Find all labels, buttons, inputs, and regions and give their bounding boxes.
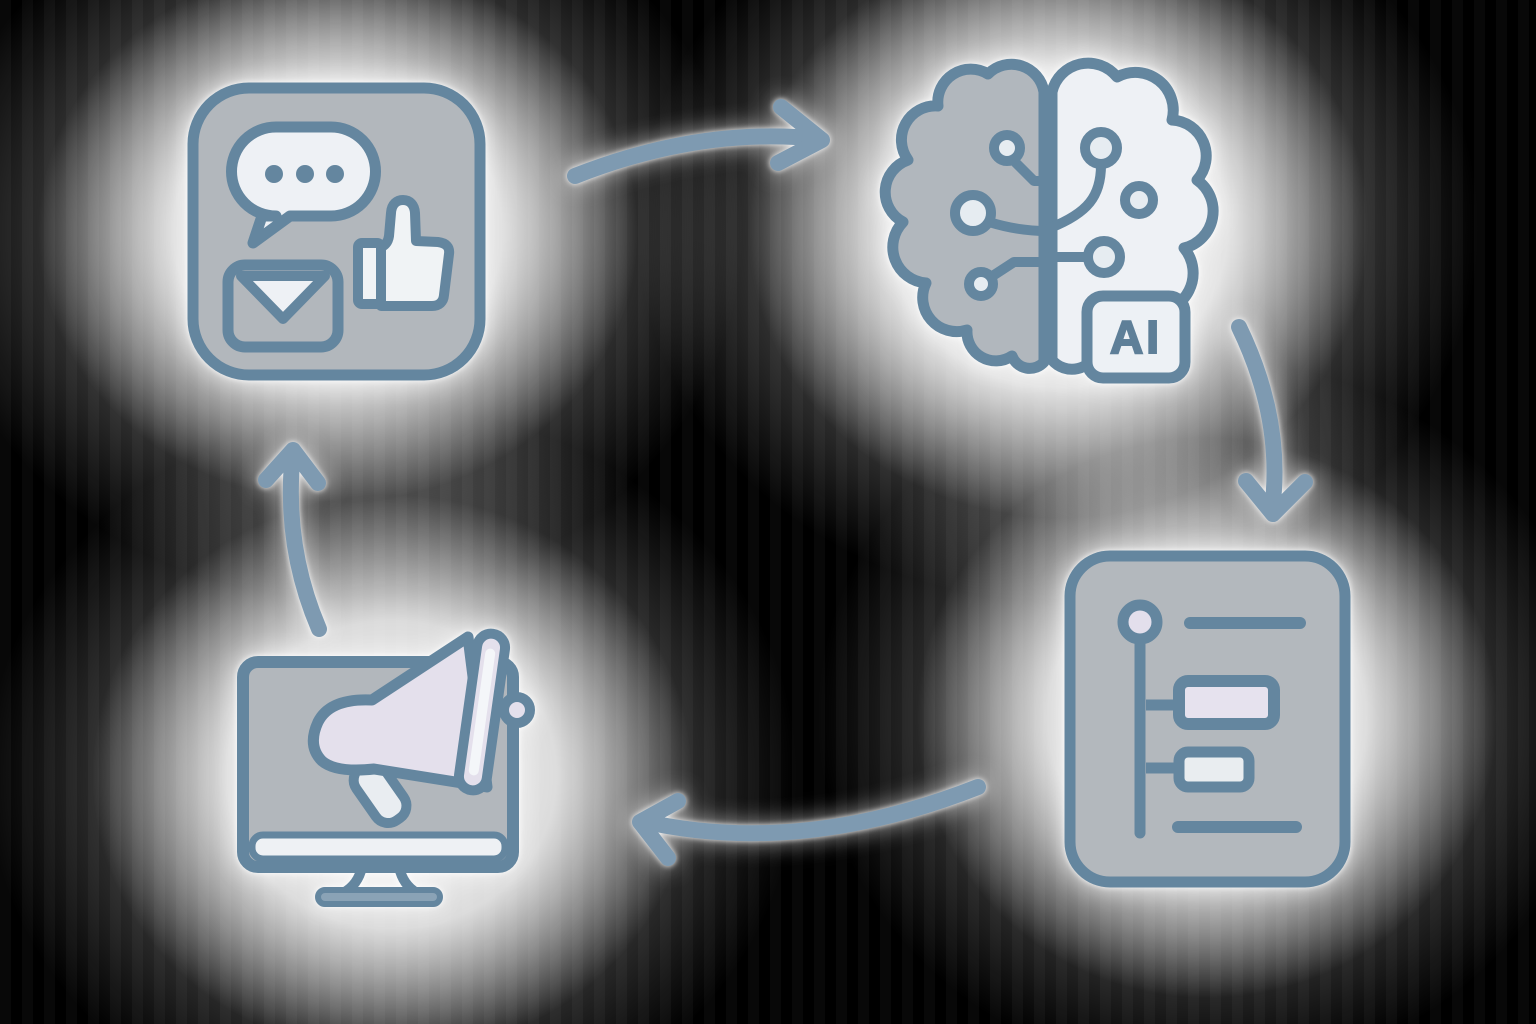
- circuit-trace: [1045, 160, 1106, 233]
- arrow-shaft: [567, 128, 828, 184]
- circuit-trace: [986, 257, 1051, 282]
- ai-badge-label: AI: [1110, 311, 1162, 363]
- arrow-shaft: [634, 779, 986, 842]
- arrow-ai-to-plan: [1231, 319, 1313, 522]
- ai-badge: [1081, 290, 1191, 384]
- arrow-shaft: [282, 444, 327, 637]
- envelope-flap: [236, 271, 330, 324]
- arrow-campaign-to-engagement: [258, 442, 327, 637]
- circuit-node: [989, 130, 1025, 166]
- circuit-node: [1120, 181, 1158, 219]
- arrow-plan-to-campaign: [632, 779, 986, 866]
- arrow-head-left-icon: [632, 793, 686, 866]
- timeline-plan-icon: [1064, 550, 1351, 888]
- ai-brain-icon: AI: [879, 57, 1219, 384]
- circuit-node: [950, 190, 996, 236]
- circuit-trace: [984, 217, 1051, 236]
- monitor-bottom-strip: [248, 831, 509, 863]
- monitor-megaphone-icon: [237, 628, 535, 907]
- arrow-engagement-to-ai: [567, 99, 830, 184]
- megaphone-bell-highlight: [468, 648, 496, 776]
- megaphone-cone: [307, 631, 493, 793]
- circuit-node: [964, 267, 998, 301]
- chat-dot-2: [296, 165, 314, 183]
- megaphone-knob: [499, 692, 535, 728]
- arrow-head-right-icon: [770, 99, 830, 171]
- chat-like-mail-icon: [187, 82, 486, 381]
- monitor-stand-base: [315, 887, 443, 907]
- arrow-shaft: [1231, 319, 1283, 518]
- circuit-node: [1083, 236, 1125, 278]
- arrow-head-down-icon: [1238, 473, 1313, 522]
- circuit-trace: [1005, 152, 1051, 186]
- arrow-head-up-icon: [258, 442, 326, 491]
- thumbs-up-icon: [376, 195, 455, 311]
- chat-bubble-icon: [226, 121, 381, 249]
- branch-box-2: [1173, 746, 1255, 793]
- chat-dot-3: [326, 165, 344, 183]
- milestone-circle: [1117, 599, 1163, 645]
- branch-box-1: [1173, 675, 1280, 730]
- circuit-node: [1080, 127, 1122, 169]
- chat-dot-1: [265, 165, 283, 183]
